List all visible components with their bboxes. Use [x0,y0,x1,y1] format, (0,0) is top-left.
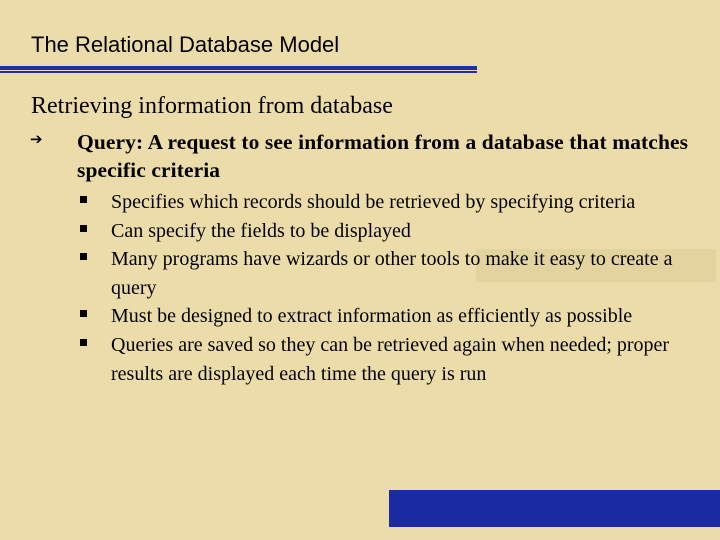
list-item-text: Must be designed to extract information … [111,305,633,328]
square-bullet-icon [80,310,87,318]
list-item: Can specify the fields to be displayed [80,217,690,246]
list-item: Many programs have wizards or other tool… [80,245,690,302]
slide-subtitle: Retrieving information from database [31,93,393,119]
title-underline-thin [0,71,477,73]
list-item-text: Queries are saved so they can be retriev… [111,333,670,385]
highlight-band [476,249,716,282]
list-item: Must be designed to extract information … [80,302,690,331]
square-bullet-icon [80,338,87,346]
slide-title: The Relational Database Model [31,32,340,57]
sub-bullet-list: Specifies which records should be retrie… [80,188,690,388]
list-item-text: Specifies which records should be retrie… [111,191,636,213]
square-bullet-icon [80,253,87,261]
list-item: Queries are saved so they can be retriev… [80,331,690,388]
square-bullet-icon [80,224,87,232]
list-item: Specifies which records should be retrie… [80,188,690,217]
main-bullet: ➔ Query: A request to see information fr… [30,128,690,184]
main-bullet-text: Query: A request to see information from… [77,130,689,182]
arrow-bullet-icon: ➔ [30,130,43,148]
corner-accent-block [389,490,720,527]
square-bullet-icon [80,196,87,203]
list-item-text: Can specify the fields to be displayed [111,219,411,242]
title-underline-thick [0,66,477,70]
list-item-text: Many programs have wizards or other tool… [111,248,673,299]
